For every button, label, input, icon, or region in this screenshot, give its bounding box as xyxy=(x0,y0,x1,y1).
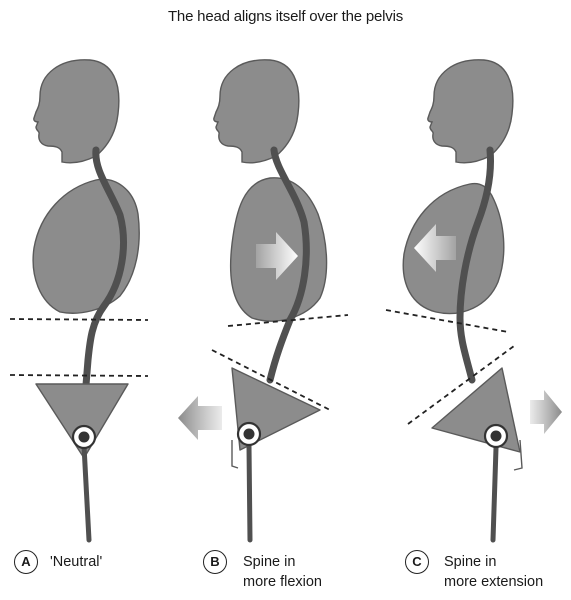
head-shape xyxy=(34,60,119,163)
panel-c-badge: C xyxy=(405,550,429,574)
head-shape xyxy=(428,60,513,163)
panel-c-caption-line2: more extension xyxy=(444,572,543,592)
hip-joint-center xyxy=(244,429,255,440)
arrow-left xyxy=(178,396,222,440)
leg-line xyxy=(493,448,496,540)
arrow-right xyxy=(530,390,562,434)
figure-a-neutral xyxy=(10,60,148,540)
panel-a-badge: A xyxy=(14,550,38,574)
panel-b-badge: B xyxy=(203,550,227,574)
panel-b-caption-line2: more flexion xyxy=(243,572,322,592)
figure-c-extension xyxy=(386,60,562,540)
hip-joint-center xyxy=(79,432,90,443)
leg-line xyxy=(249,446,250,540)
leg-line xyxy=(84,446,89,540)
pelvis-tail xyxy=(232,440,238,468)
ribcage-tilt-line xyxy=(10,319,148,320)
head-shape xyxy=(214,60,299,163)
panel-a-caption-line1: 'Neutral' xyxy=(50,552,102,572)
hip-joint-center xyxy=(491,431,502,442)
figure-b-flexion xyxy=(178,60,348,540)
panel-c-caption-line1: Spine in xyxy=(444,552,496,572)
panel-b-caption-line1: Spine in xyxy=(243,552,295,572)
pelvis-tilt-line xyxy=(10,375,148,376)
